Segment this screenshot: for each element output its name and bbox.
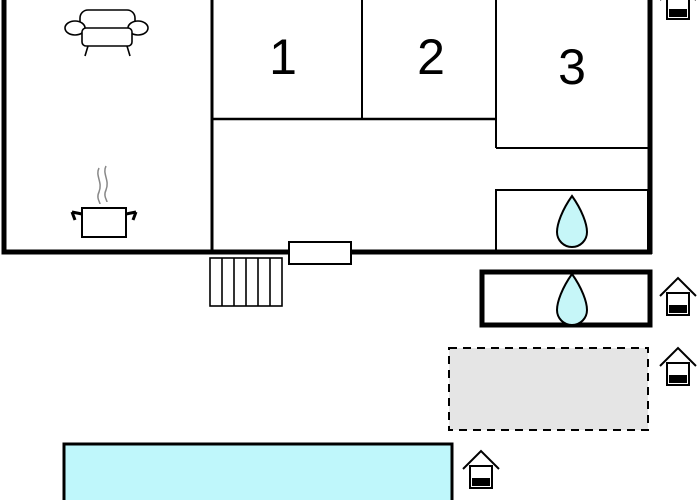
water-drop-icon [555,194,589,248]
stairs-icon [209,257,283,307]
house-icon [659,276,697,316]
cooking-pot-icon [70,165,138,238]
house-icon [660,0,696,20]
house-icon [462,449,500,489]
swimming-pool [62,442,454,500]
entrance-door [288,241,352,265]
house-icon [659,346,697,386]
sofa-icon [64,9,149,57]
terrace [448,347,649,431]
bedrooms-block [210,0,653,255]
room-number-2: 2 [417,29,445,85]
room-number-1: 1 [269,29,297,85]
living-kitchen-area [1,0,214,255]
outer-wall-left [1,0,210,255]
water-drop-icon [555,272,589,326]
room-number-3: 3 [558,39,586,95]
bathroom [495,189,649,253]
